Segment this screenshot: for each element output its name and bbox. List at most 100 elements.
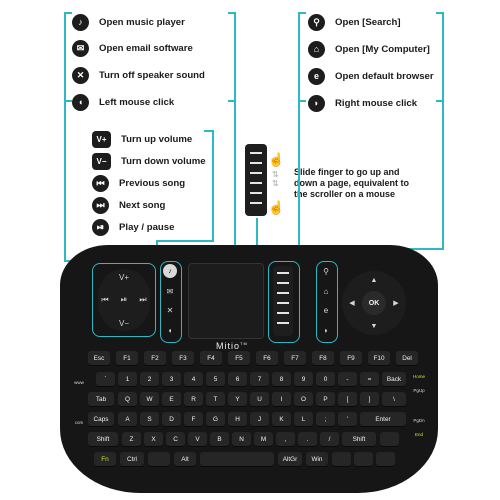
key-w[interactable]: W bbox=[140, 392, 159, 407]
previous-song-key[interactable]: ⏮ bbox=[101, 295, 109, 304]
key-f1[interactable]: F1 bbox=[116, 351, 138, 366]
key-backslash[interactable]: \ bbox=[382, 392, 406, 407]
key-8[interactable]: 8 bbox=[272, 372, 291, 387]
key-5[interactable]: 5 bbox=[206, 372, 225, 387]
key-f6[interactable]: F6 bbox=[256, 351, 278, 366]
key-f9[interactable]: F9 bbox=[340, 351, 362, 366]
key-a[interactable]: A bbox=[118, 412, 137, 427]
key-y[interactable]: Y bbox=[228, 392, 247, 407]
key-slash[interactable]: / bbox=[320, 432, 339, 447]
home-key[interactable]: Home bbox=[412, 373, 425, 379]
key-f[interactable]: F bbox=[184, 412, 203, 427]
computer-icon[interactable]: ⌂ bbox=[323, 286, 329, 296]
key-period[interactable]: . bbox=[298, 432, 317, 447]
key-f5[interactable]: F5 bbox=[228, 351, 250, 366]
key-b[interactable]: B bbox=[210, 432, 229, 447]
key-1[interactable]: 1 bbox=[118, 372, 137, 387]
key-f10[interactable]: F10 bbox=[368, 351, 390, 366]
key-caps[interactable]: Caps bbox=[88, 412, 114, 427]
key-fn[interactable]: Fn bbox=[94, 452, 116, 467]
key-g[interactable]: G bbox=[206, 412, 225, 427]
left-mouse-icon[interactable]: ◖ bbox=[167, 325, 173, 335]
ok-button[interactable]: OK bbox=[362, 291, 386, 315]
key-7[interactable]: 7 bbox=[250, 372, 269, 387]
nav-left-key[interactable]: ◀ bbox=[349, 300, 355, 307]
end-key[interactable]: End bbox=[414, 431, 423, 437]
key-minus[interactable]: - bbox=[338, 372, 357, 387]
key-del[interactable]: Del bbox=[396, 351, 418, 366]
key-shift-left[interactable]: Shift bbox=[88, 432, 118, 447]
key-o[interactable]: O bbox=[294, 392, 313, 407]
key-quote[interactable]: ' bbox=[338, 412, 357, 427]
key-k[interactable]: K bbox=[272, 412, 291, 427]
key-0[interactable]: 0 bbox=[316, 372, 335, 387]
key-p[interactable]: P bbox=[316, 392, 335, 407]
key-tab[interactable]: Tab bbox=[88, 392, 114, 407]
key-e[interactable]: E bbox=[162, 392, 181, 407]
key-x[interactable]: X bbox=[144, 432, 163, 447]
right-mouse-icon[interactable]: ◗ bbox=[323, 325, 329, 335]
www-key[interactable]: www bbox=[74, 379, 84, 385]
key-h[interactable]: H bbox=[228, 412, 247, 427]
touchpad[interactable] bbox=[188, 263, 264, 339]
play-pause-key[interactable]: ⏯ bbox=[120, 295, 128, 304]
key-2[interactable]: 2 bbox=[140, 372, 159, 387]
key-space[interactable] bbox=[200, 452, 274, 467]
key-shift-right[interactable]: Shift bbox=[342, 432, 376, 447]
key-enter[interactable]: Enter bbox=[360, 412, 406, 427]
key-ctrl[interactable]: Ctrl bbox=[120, 452, 144, 467]
key-3[interactable]: 3 bbox=[162, 372, 181, 387]
key-backtick[interactable]: ` bbox=[96, 372, 115, 387]
key-extra[interactable] bbox=[148, 452, 170, 467]
key-l[interactable]: L bbox=[294, 412, 313, 427]
key-j[interactable]: J bbox=[250, 412, 269, 427]
mute-icon[interactable]: ✕ bbox=[166, 305, 174, 315]
key-f7[interactable]: F7 bbox=[284, 351, 306, 366]
email-icon[interactable]: ✉ bbox=[166, 286, 174, 296]
key-comma[interactable]: , bbox=[276, 432, 295, 447]
key-d[interactable]: D bbox=[162, 412, 181, 427]
key-m[interactable]: M bbox=[254, 432, 273, 447]
key-back[interactable]: Back bbox=[382, 372, 406, 387]
key-i[interactable]: I bbox=[272, 392, 291, 407]
key-r[interactable]: R bbox=[184, 392, 203, 407]
volume-down-key[interactable]: V− bbox=[118, 318, 129, 328]
key-n[interactable]: N bbox=[232, 432, 251, 447]
pgup-key[interactable]: PgUp bbox=[413, 387, 425, 393]
key-arrow-left[interactable] bbox=[332, 452, 351, 467]
key-f4[interactable]: F4 bbox=[200, 351, 222, 366]
com-key[interactable]: com bbox=[74, 419, 84, 425]
key-arrow-down[interactable] bbox=[354, 452, 373, 467]
key-bracket-right[interactable]: ] bbox=[360, 392, 379, 407]
key-equals[interactable]: = bbox=[360, 372, 379, 387]
pgdn-key[interactable]: PgDn bbox=[413, 417, 425, 423]
key-6[interactable]: 6 bbox=[228, 372, 247, 387]
key-9[interactable]: 9 bbox=[294, 372, 313, 387]
key-q[interactable]: Q bbox=[118, 392, 137, 407]
key-bracket-left[interactable]: [ bbox=[338, 392, 357, 407]
key-win[interactable]: Win bbox=[306, 452, 328, 467]
browser-icon[interactable]: e bbox=[323, 305, 329, 315]
nav-right-key[interactable]: ▶ bbox=[393, 300, 399, 307]
key-4[interactable]: 4 bbox=[184, 372, 203, 387]
next-song-key[interactable]: ⏭ bbox=[139, 295, 147, 304]
key-arrow-right[interactable] bbox=[376, 452, 395, 467]
music-icon[interactable]: ♪ bbox=[163, 264, 177, 278]
key-s[interactable]: S bbox=[140, 412, 159, 427]
key-v[interactable]: V bbox=[188, 432, 207, 447]
volume-up-key[interactable]: V+ bbox=[118, 272, 129, 282]
key-altgr[interactable]: AltGr bbox=[278, 452, 302, 467]
key-esc[interactable]: Esc bbox=[88, 351, 110, 366]
key-t[interactable]: T bbox=[206, 392, 225, 407]
key-z[interactable]: Z bbox=[122, 432, 141, 447]
nav-up-key[interactable]: ▲ bbox=[370, 276, 378, 284]
search-icon[interactable]: ⚲ bbox=[323, 266, 329, 276]
key-c[interactable]: C bbox=[166, 432, 185, 447]
key-alt[interactable]: Alt bbox=[174, 452, 196, 467]
key-semicolon[interactable]: ; bbox=[316, 412, 335, 427]
key-arrow-up[interactable] bbox=[380, 432, 399, 447]
nav-down-key[interactable]: ▼ bbox=[370, 322, 378, 330]
key-f2[interactable]: F2 bbox=[144, 351, 166, 366]
key-f8[interactable]: F8 bbox=[312, 351, 334, 366]
key-u[interactable]: U bbox=[250, 392, 269, 407]
